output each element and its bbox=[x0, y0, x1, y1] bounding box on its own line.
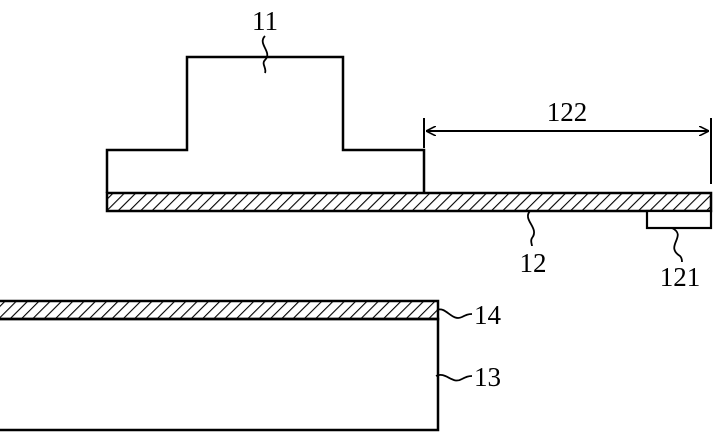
leader-14 bbox=[437, 309, 472, 318]
leader-13 bbox=[436, 375, 472, 381]
label-122: 122 bbox=[547, 97, 588, 127]
pad-121 bbox=[647, 211, 711, 228]
layer-14-strip bbox=[0, 301, 438, 319]
label-13: 13 bbox=[474, 362, 501, 392]
label-11: 11 bbox=[252, 6, 278, 36]
leader-12 bbox=[528, 211, 534, 246]
label-121: 121 bbox=[660, 262, 701, 292]
layer-12-strip bbox=[107, 193, 711, 211]
label-12: 12 bbox=[520, 248, 547, 278]
component-11-shape bbox=[107, 57, 424, 193]
substrate-13-shape bbox=[0, 319, 438, 430]
label-14: 14 bbox=[474, 300, 502, 330]
leader-121 bbox=[672, 228, 682, 262]
leader-11 bbox=[263, 36, 268, 73]
